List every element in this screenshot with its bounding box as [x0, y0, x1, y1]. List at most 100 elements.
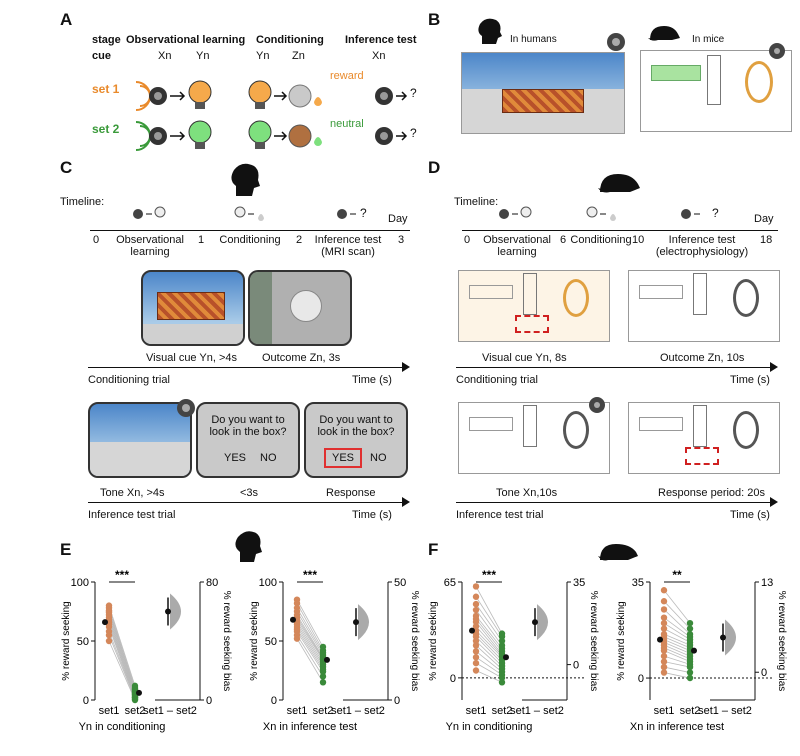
yes-option[interactable]: YES — [224, 452, 247, 464]
time-label: Time (s) — [730, 374, 770, 386]
timeline-axis — [462, 230, 778, 231]
bias-mean — [720, 634, 726, 641]
question-mark: ? — [360, 206, 367, 220]
phase-cond: Conditioning — [219, 234, 281, 246]
y-axis-label: % reward seeking — [249, 601, 260, 680]
mouse-icon — [648, 26, 680, 41]
pair-line — [663, 589, 691, 624]
set2-point — [686, 663, 694, 671]
mouse-arena-image — [640, 50, 792, 132]
speaker-icon — [769, 43, 785, 59]
tone-arena — [458, 402, 610, 474]
no-option[interactable]: NO — [370, 452, 387, 464]
x-category-label: set2 — [313, 705, 334, 717]
set1-point — [660, 658, 668, 665]
tick-2: 2 — [296, 234, 303, 246]
pair-line — [475, 630, 503, 658]
arrow-head — [402, 362, 410, 372]
inf-trial-label: Inference test trial — [456, 509, 544, 521]
question-mark: ? — [712, 206, 719, 220]
pair-line — [663, 647, 691, 660]
diff-label: set1 – set2 — [143, 705, 197, 717]
set1-point — [660, 625, 668, 632]
tick-18: 18 — [760, 234, 773, 246]
pair-line — [663, 609, 691, 635]
speaker-icon — [177, 399, 195, 417]
set1-point — [472, 633, 480, 640]
set1-mean — [102, 619, 108, 626]
set2-point — [686, 669, 694, 676]
human-head-icon — [231, 163, 260, 196]
yes-option-selected[interactable]: YES — [324, 448, 363, 468]
phase-cond: Conditioning — [570, 234, 632, 246]
pair-line — [296, 621, 324, 663]
timeline-label: Timeline: — [454, 196, 499, 208]
set1-point — [472, 623, 480, 630]
pair-line — [475, 670, 503, 683]
set2-point — [498, 679, 506, 686]
set1-point — [472, 606, 480, 614]
pair-line — [108, 619, 136, 695]
tick-1: 1 — [198, 234, 205, 246]
y-tick-label: 35 — [632, 577, 644, 589]
pair-line — [108, 624, 136, 697]
pair-line — [296, 599, 324, 648]
y-tick-label: 0 — [271, 695, 277, 707]
tick-6: 6 — [560, 234, 567, 246]
bias-tick-label: 0 — [761, 667, 767, 679]
pair-line — [475, 640, 503, 667]
tone-caption: Tone Xn, >4s — [100, 487, 165, 499]
bias-axis-label: % reward seeking bias — [409, 591, 420, 692]
pair-line — [108, 621, 136, 696]
visual-cue-screen — [141, 270, 245, 346]
set2-point — [686, 674, 694, 682]
bias-tick-label: 50 — [394, 577, 406, 589]
set2-mean — [136, 689, 142, 696]
drop-icon — [314, 137, 322, 146]
pair-line — [108, 640, 136, 701]
humans-label: In humans — [510, 34, 557, 45]
inf-time-axis — [88, 502, 406, 503]
time-label: Time (s) — [730, 509, 770, 521]
panel-a-label: A — [60, 10, 73, 29]
speaker-icon — [135, 81, 167, 111]
stage-label: stage — [92, 34, 121, 46]
day-label: Day — [754, 213, 774, 225]
mouse-icon — [598, 174, 640, 193]
pair-line — [475, 625, 503, 657]
y-tick-label: 50 — [77, 636, 89, 648]
panel-c-label: C — [60, 158, 73, 177]
pair-line — [296, 619, 324, 661]
pair-line — [108, 631, 136, 698]
y-tick-label: 0 — [83, 695, 89, 707]
y-axis-label: % reward seeking — [616, 601, 627, 680]
outcome-caption: Outcome Zn, 3s — [262, 352, 341, 364]
no-option[interactable]: NO — [260, 452, 277, 464]
set2-point — [319, 668, 327, 675]
sig-stars: ** — [672, 568, 682, 582]
set1-mean — [657, 636, 663, 643]
drop-icon — [314, 97, 322, 106]
set1-point — [472, 593, 480, 600]
pair-line — [475, 618, 503, 652]
time-label: Time (s) — [352, 374, 392, 386]
diff-label: set1 – set2 — [698, 705, 752, 717]
timeline-icons — [133, 206, 356, 221]
bias-tick-label: 13 — [761, 577, 773, 589]
x-category-label: set2 — [492, 705, 513, 717]
pair-line — [475, 636, 503, 664]
x-axis-label: Xn in inference test — [263, 721, 357, 733]
inf-trial-label: Inference test trial — [88, 509, 176, 521]
set1-point — [660, 647, 668, 654]
response-arena — [628, 402, 780, 474]
set1-point — [105, 637, 113, 645]
x-axis-label: Yn in conditioning — [79, 721, 166, 733]
bias-tick-label: 80 — [206, 577, 218, 589]
sig-stars: *** — [482, 568, 496, 582]
set1-point — [660, 652, 668, 660]
set1-point — [660, 669, 668, 676]
speaker-icon — [589, 397, 605, 413]
set2-mean — [503, 654, 509, 661]
set1-mean — [290, 616, 296, 623]
